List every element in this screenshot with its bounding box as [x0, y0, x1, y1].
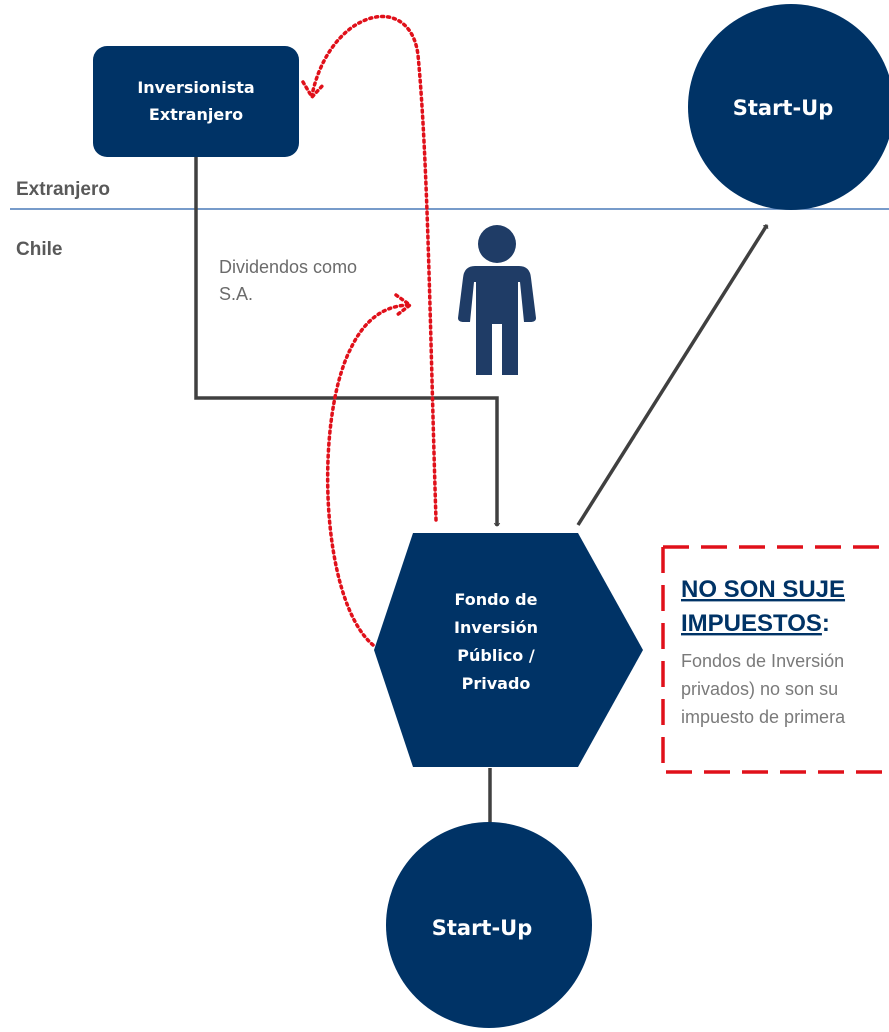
- fund-label-line1: Fondo de: [455, 590, 538, 609]
- tax-callout: NO SON SUJE IMPUESTOS: Fondos de Inversi…: [661, 545, 889, 774]
- fund-label-line2: Inversión: [454, 618, 538, 637]
- investor-label-line2: Extranjero: [149, 105, 243, 124]
- startup-bottom-node: Start-Up: [386, 822, 592, 1028]
- fund-label-line4: Privado: [462, 674, 531, 693]
- callout-title-line2-word: IMPUESTOS: [681, 610, 822, 637]
- region-label-abroad: Extranjero: [16, 179, 110, 200]
- person-icon: [458, 225, 536, 375]
- dividend-label-line1: Dividendos como: [219, 257, 357, 277]
- region-label-chile: Chile: [16, 239, 62, 260]
- dividend-return-arrow: [310, 14, 438, 522]
- fund-node: Fondo de Inversión Público / Privado: [374, 533, 643, 767]
- fund-label-line3: Público /: [457, 646, 535, 665]
- startup-bottom-label: Start-Up: [432, 916, 533, 940]
- investor-label-line1: Inversionista: [137, 78, 254, 97]
- fund-to-startup-top-arrow: [576, 224, 769, 526]
- dividend-label-line2: S.A.: [219, 284, 253, 304]
- dividend-return-arrowhead: [301, 80, 326, 100]
- callout-title-colon: :: [822, 610, 830, 637]
- callout-title-line2: IMPUESTOS:: [681, 610, 830, 637]
- investor-node: Inversionista Extranjero: [93, 46, 299, 157]
- startup-top-label: Start-Up: [733, 96, 834, 120]
- investment-flow-arrow: [194, 157, 501, 527]
- fund-to-person-arrowhead: [394, 293, 413, 317]
- callout-body-line2: privados) no son su: [681, 679, 838, 699]
- callout-body-line1: Fondos de Inversión: [681, 651, 844, 671]
- fund-to-person-dotted-arrow: [325, 303, 410, 647]
- callout-title: NO SON SUJE: [681, 576, 845, 603]
- startup-top-node: Start-Up: [688, 4, 889, 210]
- callout-body-line3: impuesto de primera: [681, 707, 846, 727]
